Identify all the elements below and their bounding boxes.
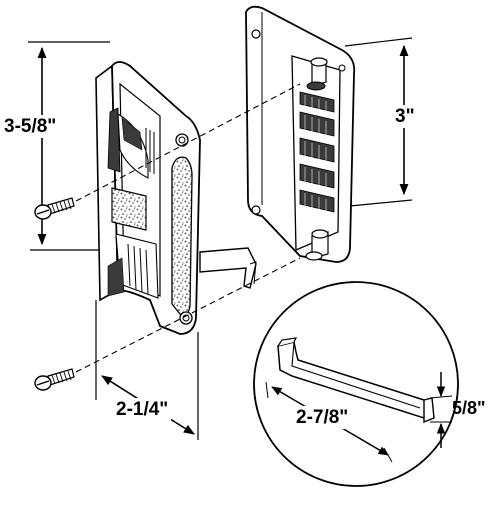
lever-height-label: 5/8" xyxy=(452,398,486,418)
lower-screw xyxy=(34,368,75,391)
height-label: 3-5/8" xyxy=(2,115,59,138)
lower-pin xyxy=(305,229,329,261)
lever-length-label: 2-7/8" xyxy=(294,406,351,429)
mounting-plate xyxy=(245,5,356,263)
alignment-lines xyxy=(75,83,301,373)
pin-spacing-label: 3" xyxy=(392,105,418,128)
width-label: 2-1/4" xyxy=(113,398,172,421)
door-handle xyxy=(95,61,257,335)
lever-detail xyxy=(253,281,459,487)
upper-pin xyxy=(306,57,328,91)
upper-screw xyxy=(34,197,75,220)
